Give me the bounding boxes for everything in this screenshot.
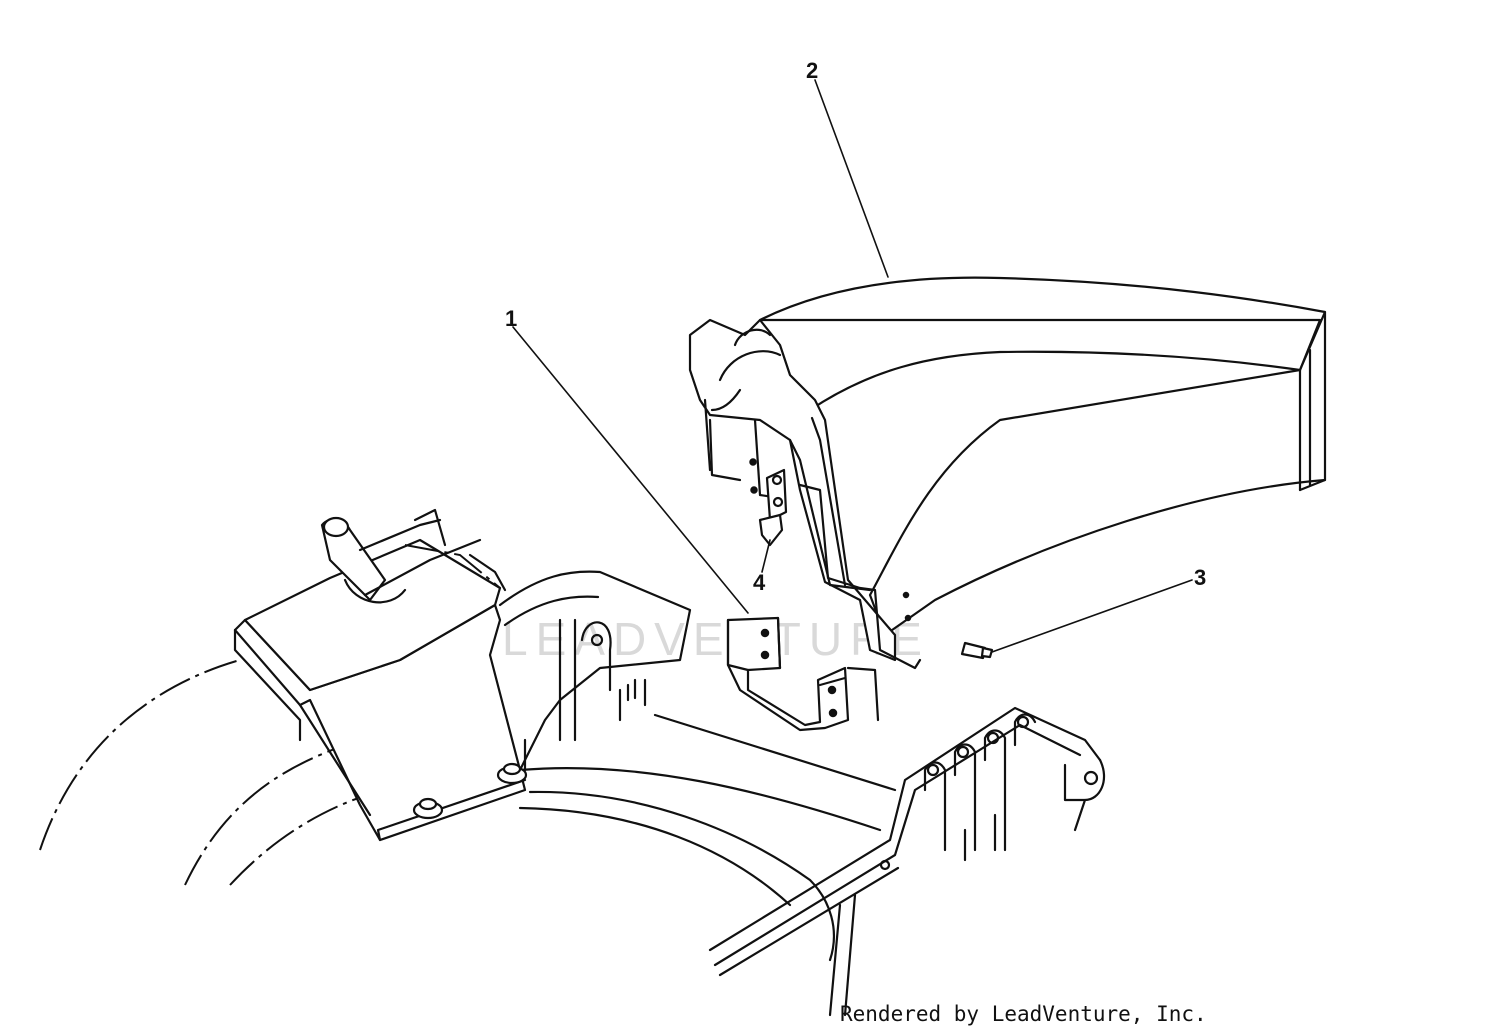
callout-1: 1 bbox=[505, 306, 517, 331]
callout-2: 2 bbox=[806, 58, 818, 83]
callout-4: 4 bbox=[753, 570, 766, 595]
part-2-discharge-chute bbox=[688, 276, 1327, 670]
mower-frame bbox=[39, 659, 1106, 1017]
part-1-mounting-bracket bbox=[726, 616, 880, 732]
deflector-box bbox=[233, 508, 528, 842]
deck-mounting-plate bbox=[498, 570, 692, 772]
render-credit: Rendered by LeadVenture, Inc. bbox=[840, 1002, 1207, 1026]
leader-lines bbox=[512, 79, 1193, 653]
callout-3: 3 bbox=[1194, 565, 1206, 590]
part-3-bolt bbox=[960, 641, 994, 660]
watermark: LEADVENTURE bbox=[502, 613, 930, 665]
